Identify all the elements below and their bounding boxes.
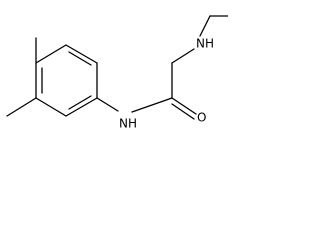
amine-methyl-bond [199, 15, 211, 37]
ring-bond-upper-left [35, 44, 67, 64]
carbonyl-oxygen-label: O [197, 111, 206, 125]
amide-hydrogen-label: H [128, 117, 137, 131]
ring-bond-lower-left [35, 97, 67, 117]
carbonyl-double-bond-a [171, 97, 197, 115]
ch2-amine-bond [171, 48, 195, 64]
amide-nitrogen-label: N [119, 117, 128, 131]
methyl-bond-lower [6, 97, 37, 117]
ring-double-bond-2 [68, 95, 92, 110]
ring-bond-lower-right [65, 97, 98, 117]
chemical-structure: N H O N H [6, 15, 228, 131]
carbonyl-double-bond-b [171, 103, 195, 120]
n-carbonyl-bond [131, 97, 173, 113]
ring-double-bond-1 [68, 51, 92, 66]
ring-bond-top [65, 44, 98, 64]
benzene-ring [35, 44, 98, 117]
amine-nitrogen-label: N [196, 37, 205, 51]
aryl-n-bond [96, 97, 119, 112]
amine-hydrogen-label: H [205, 37, 214, 51]
